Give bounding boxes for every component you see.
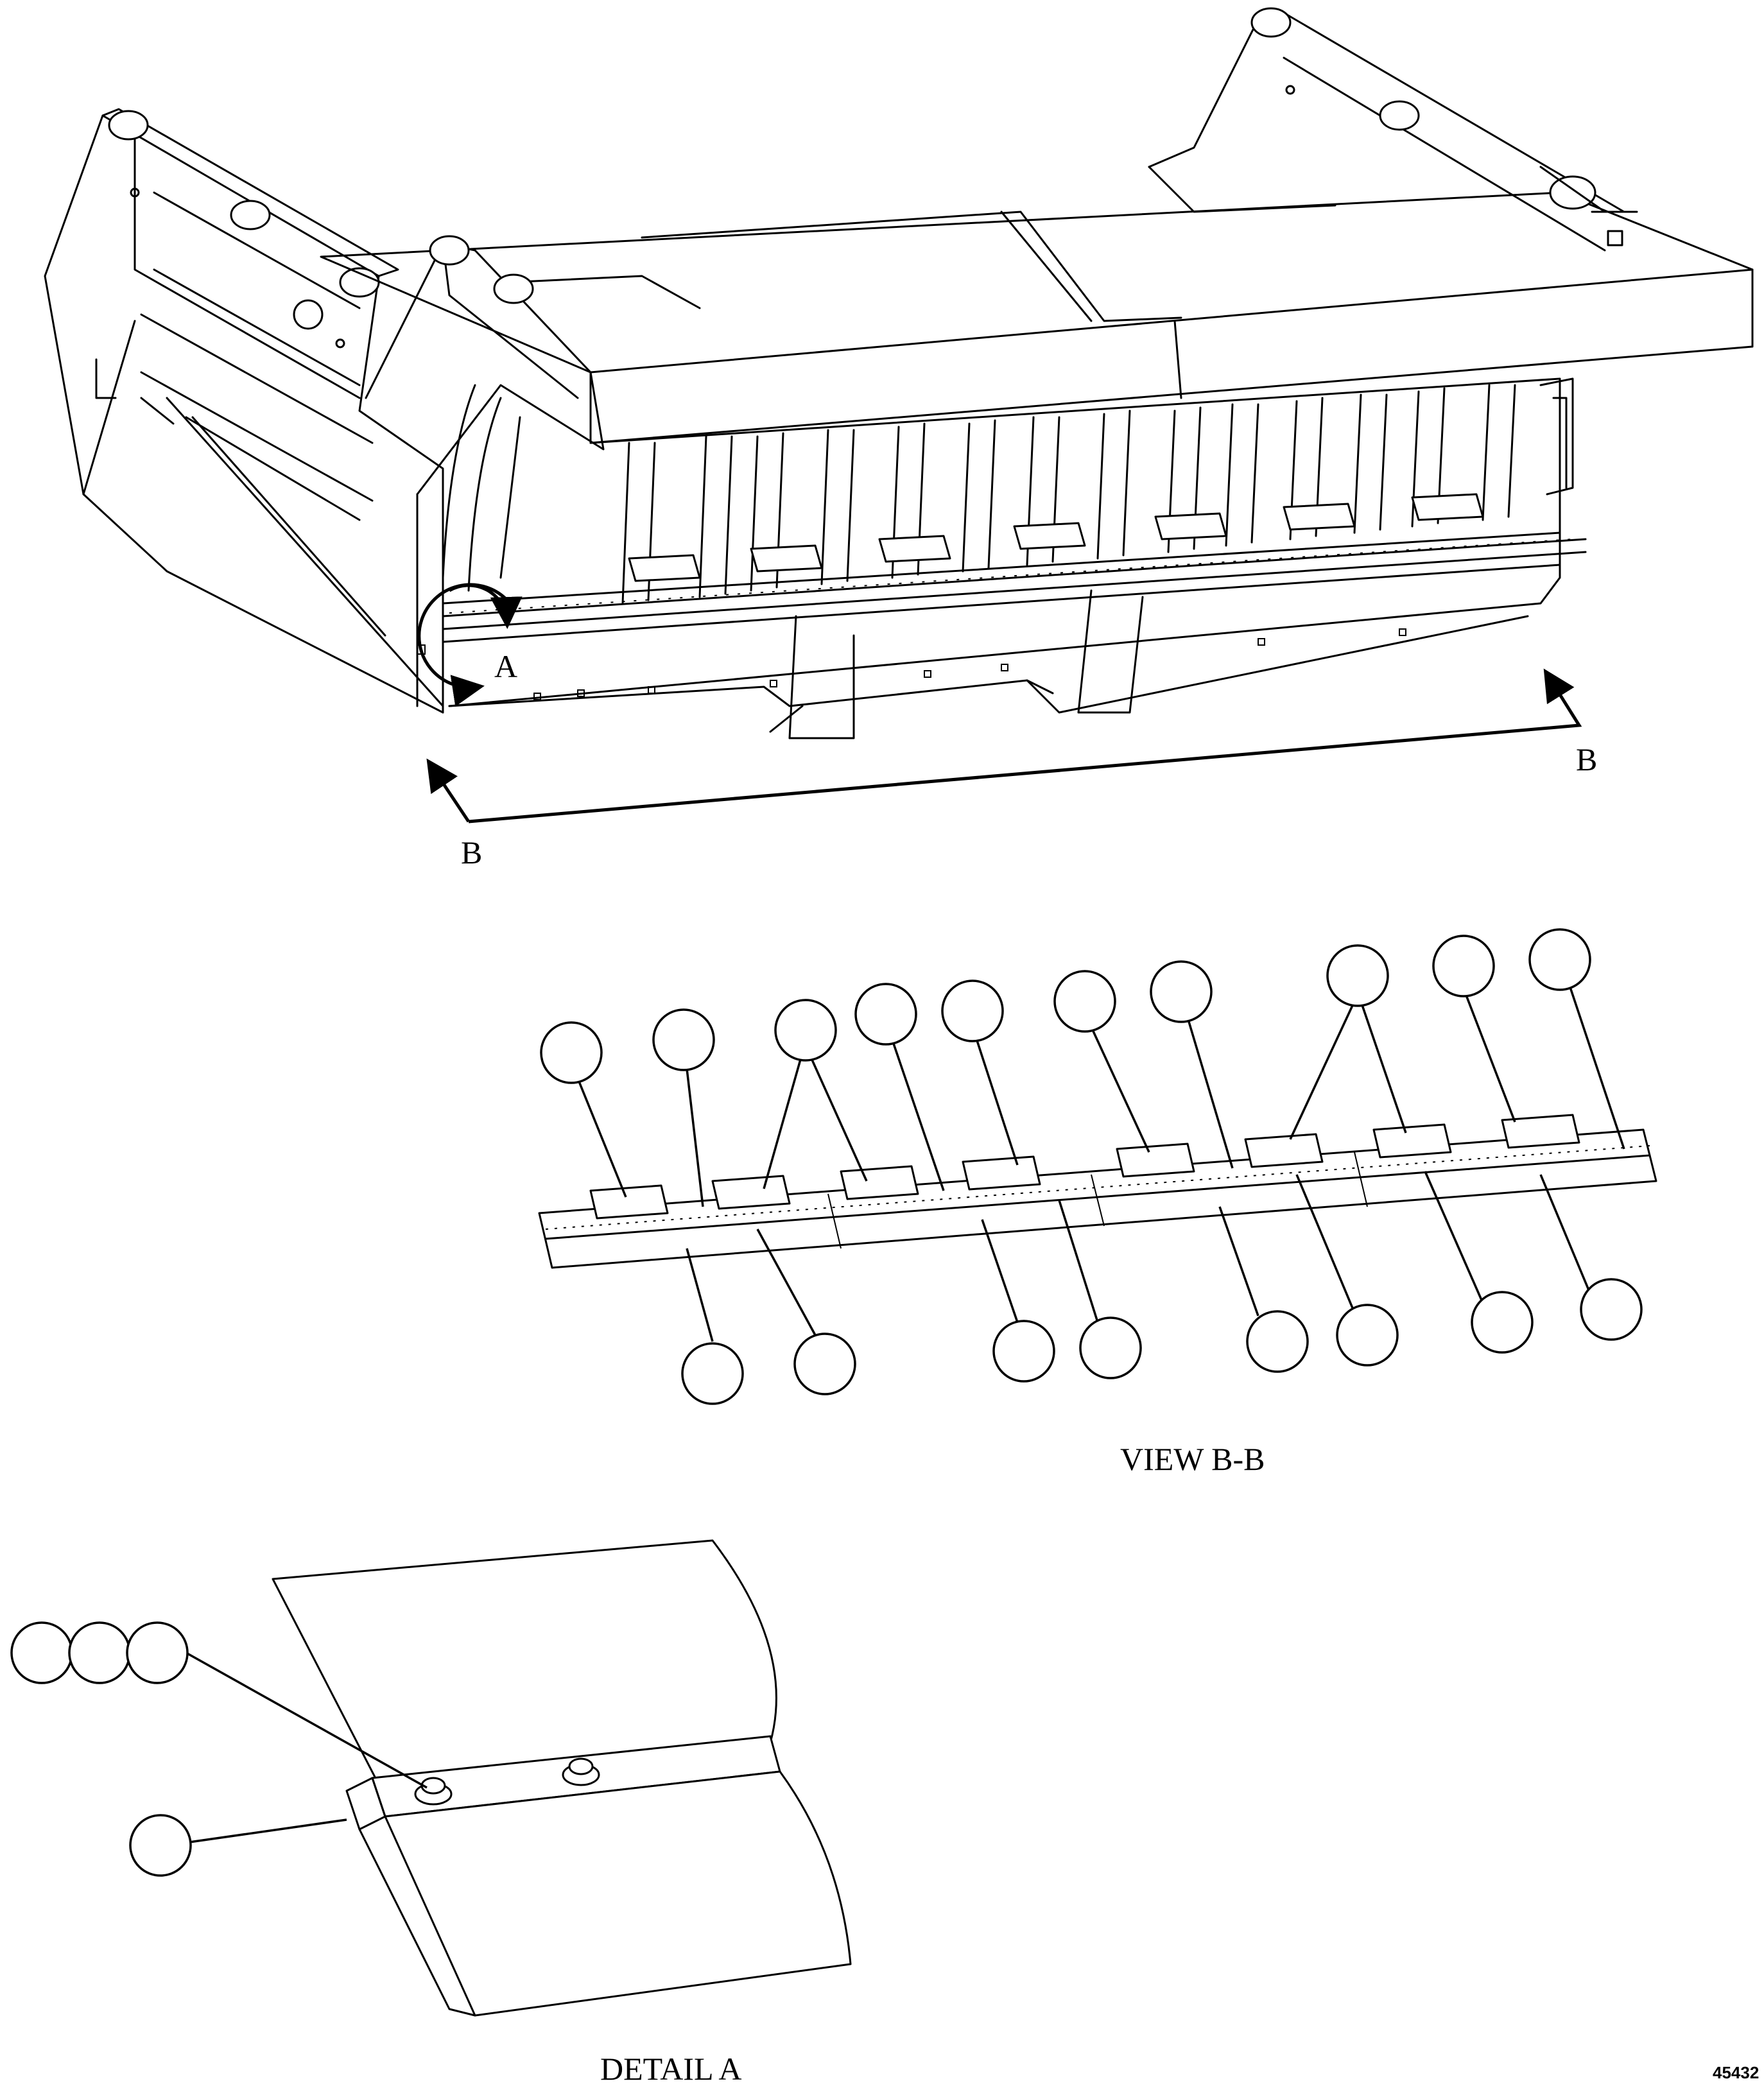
callout-balloon bbox=[1246, 1310, 1309, 1373]
callout-balloon bbox=[1471, 1291, 1534, 1354]
part-number: 45432 bbox=[1713, 2063, 1759, 2082]
callout-balloon bbox=[1079, 1316, 1142, 1379]
dump-body-side-wall bbox=[442, 377, 1587, 739]
underside-bolts bbox=[533, 628, 1406, 700]
view-bb-leaders bbox=[576, 975, 1625, 1342]
callout-balloon bbox=[68, 1621, 131, 1684]
detail-a-title: DETAIL A bbox=[600, 2051, 741, 2087]
callout-balloon bbox=[1150, 960, 1213, 1023]
callout-balloon bbox=[681, 1342, 744, 1405]
callout-balloon bbox=[540, 1021, 603, 1084]
view-bb-callout-balloons bbox=[540, 928, 1643, 1405]
callout-balloon bbox=[652, 1008, 715, 1071]
callout-balloon bbox=[793, 1333, 856, 1395]
detail-a-view: DETAIL A bbox=[10, 1539, 852, 2087]
dump-body-side-panel bbox=[365, 235, 605, 707]
callout-balloon bbox=[774, 999, 837, 1062]
section-bb-line: B B bbox=[426, 668, 1597, 870]
dump-body-view: A B B bbox=[44, 7, 1754, 870]
detail-a-callout: A bbox=[417, 583, 523, 707]
view-bb: VIEW B-B bbox=[538, 928, 1657, 1477]
liner-tabs bbox=[589, 1114, 1580, 1220]
callout-balloon bbox=[1528, 928, 1591, 991]
section-ref-right-label: B bbox=[1576, 741, 1597, 777]
callout-balloon bbox=[1326, 944, 1389, 1007]
side-wall-pads bbox=[628, 493, 1484, 582]
callout-balloon bbox=[854, 983, 917, 1046]
callout-balloon bbox=[10, 1621, 73, 1684]
side-wall-ribs bbox=[621, 384, 1516, 605]
callout-balloon bbox=[126, 1621, 189, 1684]
detail-a-callout-balloons bbox=[10, 1621, 192, 1877]
callout-balloon bbox=[129, 1814, 192, 1877]
dump-body-rear-frame bbox=[1148, 7, 1638, 252]
dump-body-canopy bbox=[320, 191, 1754, 444]
detail-ref-label: A bbox=[494, 648, 517, 684]
detail-a-plates bbox=[272, 1539, 852, 2017]
liner-strip bbox=[538, 1128, 1657, 1269]
callout-balloon bbox=[1053, 970, 1116, 1033]
callout-balloon bbox=[1336, 1304, 1399, 1367]
dump-body-floor-slope bbox=[166, 397, 444, 714]
callout-balloon bbox=[1580, 1278, 1643, 1341]
callout-balloon bbox=[1432, 935, 1495, 997]
callout-balloon bbox=[992, 1320, 1055, 1383]
view-bb-title: VIEW B-B bbox=[1120, 1441, 1265, 1477]
dump-body-front-frame bbox=[44, 108, 444, 714]
section-ref-left-label: B bbox=[461, 834, 482, 870]
callout-balloon bbox=[941, 979, 1004, 1042]
